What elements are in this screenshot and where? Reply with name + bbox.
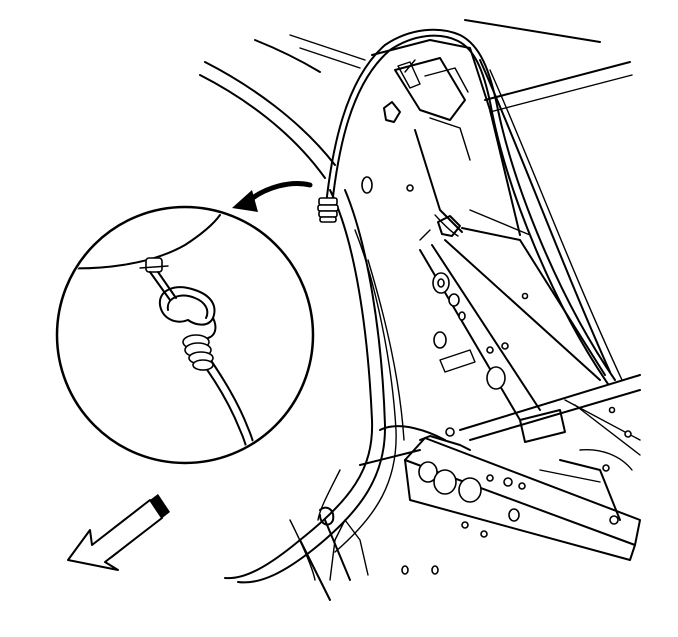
cable-assembly [325, 28, 616, 385]
callout-arrow [232, 180, 313, 212]
direction-arrow [67, 494, 170, 571]
detail-magnifier-circle [55, 205, 315, 465]
cable-connector [317, 197, 339, 223]
lower-crossmember [404, 374, 641, 561]
roof-rail-lines [199, 19, 633, 179]
